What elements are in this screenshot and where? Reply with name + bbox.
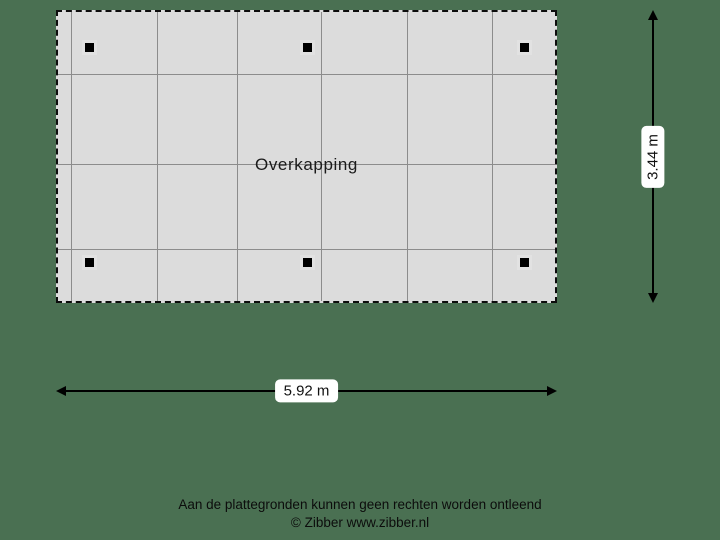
grid-line-horizontal [58,74,555,75]
footer-line-copyright: © Zibber www.zibber.nl [290,515,430,530]
grid-line-vertical [492,12,493,301]
support-post-marker [303,43,312,52]
footer-line-disclaimer: Aan de plattegronden kunnen geen rechten… [178,497,542,512]
support-post-marker [303,258,312,267]
grid-line-horizontal [58,164,555,165]
dimension-horizontal-label: 5.92 m [274,379,339,403]
support-post-marker [85,43,94,52]
grid-line-vertical [157,12,158,301]
support-post-marker [520,258,529,267]
grid-line-vertical [237,12,238,301]
grid-line-vertical [71,12,72,301]
floorplan-room-overkapping: Overkapping [56,10,557,303]
grid-line-horizontal [58,249,555,250]
support-post-marker [85,258,94,267]
grid-line-vertical [321,12,322,301]
arrow-right-icon [547,386,557,396]
dimension-vertical: 3.44 m [641,10,665,303]
footer-disclaimer: Aan de plattegronden kunnen geen rechten… [0,496,720,532]
room-label: Overkapping [255,155,358,174]
dimension-vertical-label: 3.44 m [641,125,665,188]
dimension-horizontal: 5.92 m [56,379,557,403]
support-post-marker [520,43,529,52]
arrow-down-icon [648,293,658,303]
grid-line-vertical [407,12,408,301]
